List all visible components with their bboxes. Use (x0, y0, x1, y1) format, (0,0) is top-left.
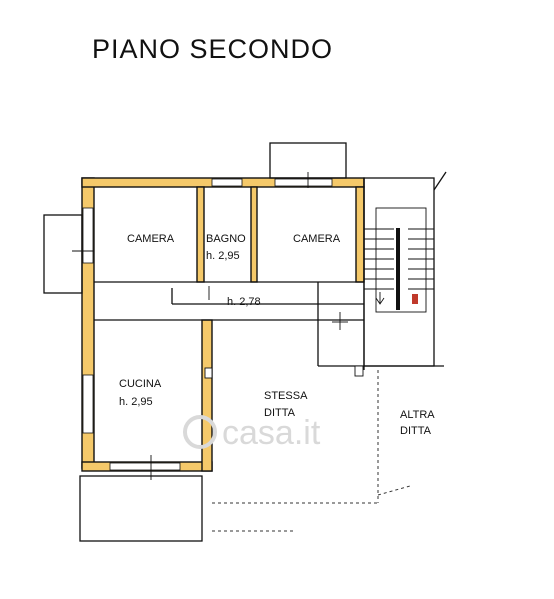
wall-partition-1 (196, 186, 205, 283)
label-stessa-ditta: DITTA (264, 407, 296, 419)
balcony-left (43, 214, 83, 294)
label-camera-right: CAMERA (293, 233, 341, 245)
stair-inner (375, 207, 427, 313)
watermark-text: casa.it (222, 414, 321, 452)
stair-rail (396, 228, 400, 310)
interior-lines (94, 178, 365, 370)
top-wall-openings (82, 178, 333, 471)
wall-partition-3 (355, 186, 365, 283)
stairwell (363, 171, 447, 367)
wall-partition-2 (250, 186, 258, 283)
opening-left-1 (82, 207, 94, 264)
watermark-logo-icon (183, 415, 217, 449)
balcony-bottom (79, 475, 203, 542)
label-bagno-height: h. 2,95 (206, 250, 240, 262)
opening-bottom (109, 462, 181, 471)
label-cucina-height: h. 2,95 (119, 396, 153, 408)
tick-marks (72, 172, 364, 480)
label-corridor-height: h. 2,78 (227, 296, 261, 308)
stair-marker (412, 294, 418, 304)
label-cucina: CUCINA (119, 378, 162, 390)
label-bagno: BAGNO (206, 233, 246, 245)
opening-top-1 (211, 178, 243, 187)
plan-title: PIANO SECONDO (92, 34, 333, 64)
opening-left-2 (82, 374, 94, 434)
label-stessa: STESSA (264, 390, 308, 402)
label-camera-left: CAMERA (127, 233, 175, 245)
stair-arrow-icon (375, 292, 385, 305)
label-altra-ditta: DITTA (400, 425, 432, 437)
label-altra: ALTRA (400, 409, 435, 421)
terrace-boundary (212, 370, 411, 532)
opening-top-2 (274, 178, 333, 187)
